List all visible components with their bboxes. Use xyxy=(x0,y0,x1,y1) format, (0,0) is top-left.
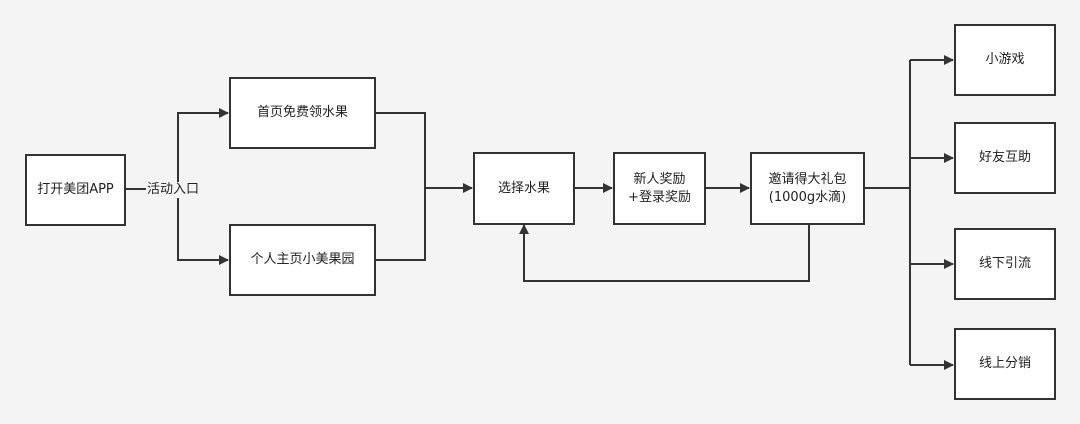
edge-profile-to-merge xyxy=(376,188,426,261)
node-offline-traffic: 线下引流 xyxy=(954,228,1056,300)
node-mini-game-label: 小游戏 xyxy=(985,52,1025,67)
node-invite-gift-line2: (1000g水滴) xyxy=(768,189,847,205)
edge-branch-to-home xyxy=(177,108,229,189)
node-select-fruit: 选择水果 xyxy=(473,152,575,225)
node-online-distribution-label: 线上分销 xyxy=(978,356,1031,371)
node-select-fruit-label: 选择水果 xyxy=(497,180,550,196)
node-home-free-fruit-label: 首页免费领水果 xyxy=(256,105,348,120)
activity-entry-label: 活动入口 xyxy=(146,182,201,198)
node-mini-game: 小游戏 xyxy=(954,24,1056,96)
node-friend-help-label: 好友互助 xyxy=(978,150,1031,165)
node-open-app-label: 打开美团APP xyxy=(37,182,114,197)
edge-branch-to-profile xyxy=(177,189,229,265)
node-profile-orchard: 个人主页小美果园 xyxy=(229,224,376,296)
node-home-free-fruit: 首页免费领水果 xyxy=(229,77,376,149)
node-invite-gift: 邀请得大礼包 (1000g水滴) xyxy=(750,152,865,225)
node-offline-traffic-label: 线下引流 xyxy=(978,256,1031,271)
node-invite-gift-line1: 邀请得大礼包 xyxy=(768,171,847,187)
node-friend-help: 好友互助 xyxy=(954,122,1056,194)
node-new-user-reward-line2: +登录奖励 xyxy=(628,189,691,205)
edge-invite-back-to-select xyxy=(519,224,810,282)
edge-home-to-merge xyxy=(376,112,426,188)
node-open-app: 打开美团APP xyxy=(25,154,126,226)
node-new-user-reward-line1: 新人奖励 xyxy=(633,171,686,187)
node-new-user-reward: 新人奖励 +登录奖励 xyxy=(613,152,706,225)
node-profile-orchard-label: 个人主页小美果园 xyxy=(250,252,355,267)
node-online-distribution: 线上分销 xyxy=(954,328,1056,400)
